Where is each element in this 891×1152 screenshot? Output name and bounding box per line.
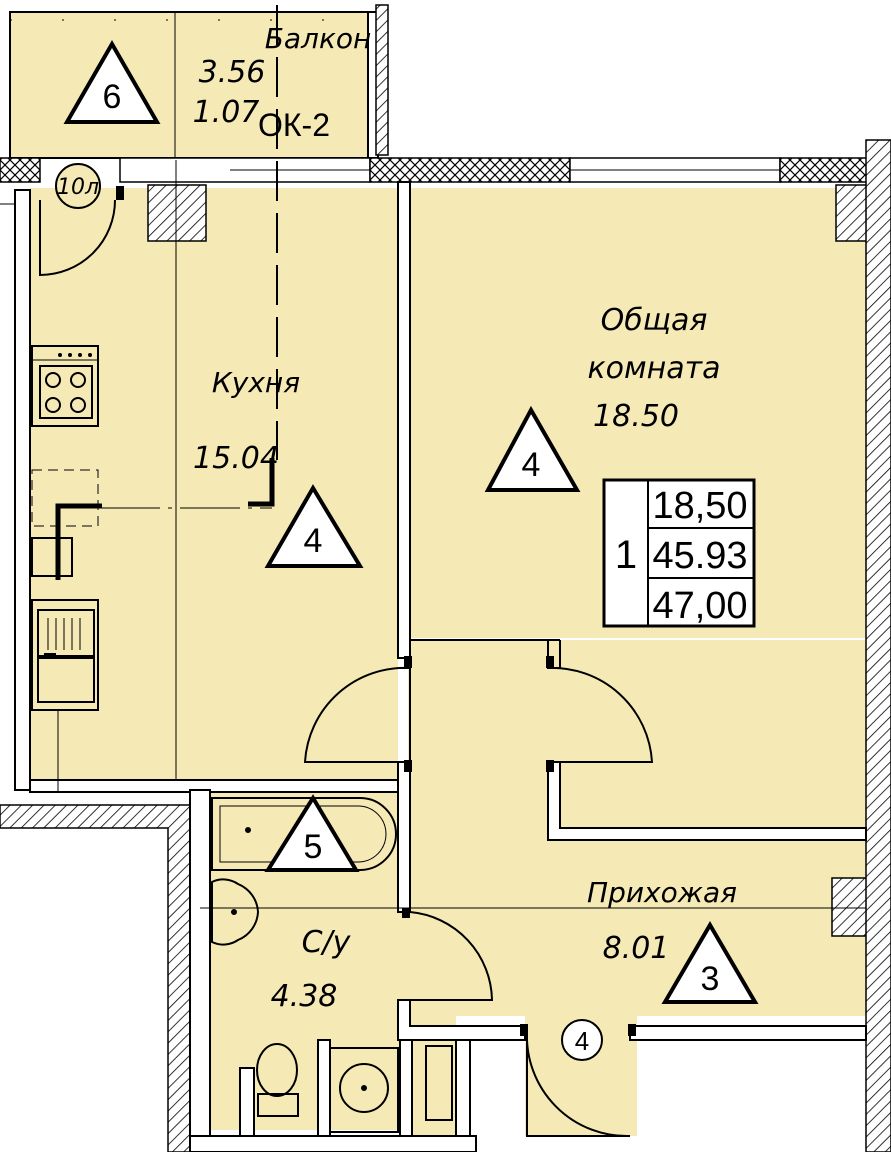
svg-text:3: 3 bbox=[701, 960, 720, 998]
apartment-summary: 1 18,50 45.93 47,00 bbox=[602, 478, 756, 628]
svg-text:4: 4 bbox=[575, 1026, 589, 1056]
hallway-name: Прихожая bbox=[587, 876, 737, 909]
summary-total-area: 45.93 bbox=[652, 535, 747, 577]
boiler-label: 10л bbox=[57, 175, 99, 200]
axis-lines bbox=[55, 5, 866, 909]
bathroom-area: 4.38 bbox=[271, 979, 338, 1014]
kitchen-area: 15.04 bbox=[193, 441, 279, 476]
doors bbox=[39, 199, 654, 1138]
kitchen-appliances bbox=[31, 345, 99, 792]
balcony-area: 3.56 bbox=[199, 55, 266, 90]
balcony bbox=[9, 4, 389, 159]
room-markers: 6 4 4 5 3 4 bbox=[63, 39, 759, 1061]
exterior-walls bbox=[0, 139, 891, 1152]
window-mark: ОК-2 bbox=[258, 107, 330, 143]
summary-rooms: 1 bbox=[615, 533, 637, 577]
summary-total-with-balcony: 47,00 bbox=[652, 585, 747, 627]
svg-text:5: 5 bbox=[304, 828, 323, 866]
living-room-name-line2: комната bbox=[588, 351, 721, 386]
svg-text:4: 4 bbox=[522, 446, 541, 484]
hallway-marker: 3 bbox=[661, 921, 759, 1004]
kitchen-name: Кухня bbox=[212, 366, 300, 399]
interior-walls bbox=[29, 181, 867, 1137]
svg-text:6: 6 bbox=[103, 78, 122, 116]
living-room-area: 18.50 bbox=[593, 399, 679, 434]
hallway-area: 8.01 bbox=[603, 931, 670, 966]
svg-text:4: 4 bbox=[304, 522, 323, 560]
living-room-name-line1: Общая bbox=[601, 303, 708, 338]
boiler: 10л bbox=[55, 163, 124, 209]
kitchen-marker: 4 bbox=[264, 484, 364, 568]
bathroom-fixtures bbox=[211, 797, 453, 1133]
entrance-marker: 4 bbox=[561, 1019, 603, 1061]
balcony-marker: 6 bbox=[63, 39, 161, 124]
living-room-marker: 4 bbox=[484, 405, 581, 492]
balcony-coefficient: 1.07 bbox=[193, 95, 260, 130]
bathroom-name: С/у bbox=[302, 925, 352, 960]
balcony-name: Балкон bbox=[265, 22, 372, 55]
bathroom-marker: 5 bbox=[264, 794, 360, 872]
room-labels: Балкон 3.56 1.07 ОК-2 Кухня 15.04 Общая … bbox=[193, 22, 737, 1014]
summary-living-area: 18,50 bbox=[652, 485, 747, 527]
